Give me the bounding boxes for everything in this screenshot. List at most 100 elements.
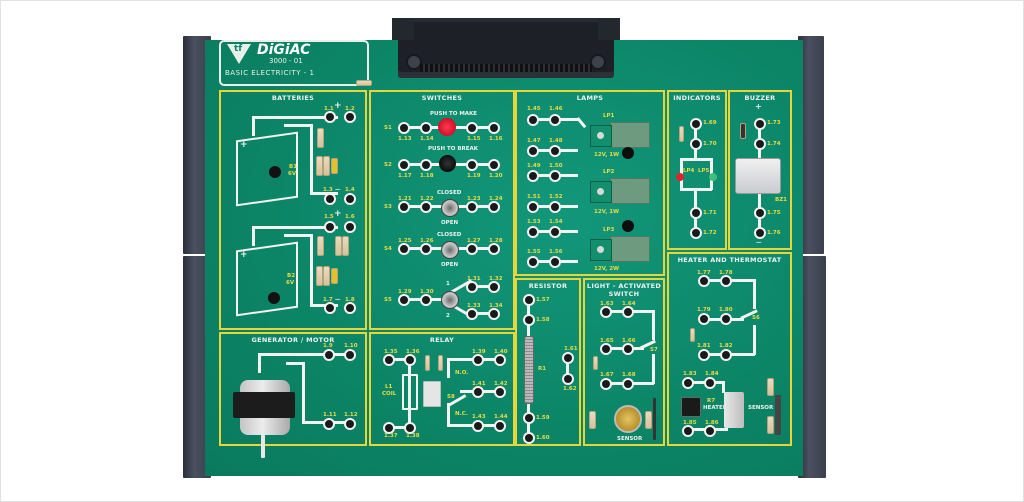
socket-1-74[interactable] <box>754 138 766 150</box>
socket-1-22[interactable] <box>420 201 432 213</box>
socket-1-65[interactable] <box>600 343 612 355</box>
socket-1-32[interactable] <box>488 281 500 293</box>
socket-1-26[interactable] <box>420 243 432 255</box>
socket-1-36[interactable] <box>404 354 416 366</box>
socket-1-50[interactable] <box>549 170 561 182</box>
socket-1-33[interactable] <box>466 308 478 320</box>
socket-1-16[interactable] <box>488 122 500 134</box>
socket-1-28[interactable] <box>488 243 500 255</box>
socket-1-46[interactable] <box>549 114 561 126</box>
socket-1-76[interactable] <box>754 227 766 239</box>
panel-title: RESISTOR <box>528 282 568 290</box>
socket-1-71[interactable] <box>690 207 702 219</box>
socket-1-48[interactable] <box>549 145 561 157</box>
socket-1-64[interactable] <box>622 306 634 318</box>
socket-1-14[interactable] <box>420 122 432 134</box>
socket-1-83[interactable] <box>682 377 694 389</box>
indicator-lp5-green-led <box>709 173 717 181</box>
panel-lamps: LAMPS <box>515 90 665 276</box>
socket-1-17[interactable] <box>398 159 410 171</box>
socket-1-47[interactable] <box>527 145 539 157</box>
socket-1-10[interactable] <box>344 349 356 361</box>
socket-1-57[interactable] <box>523 294 535 306</box>
socket-1-29[interactable] <box>398 294 410 306</box>
socket-1-12[interactable] <box>344 418 356 430</box>
socket-1-21[interactable] <box>398 201 410 213</box>
buzzer-component <box>735 158 781 194</box>
panel-resistor: RESISTOR <box>515 278 581 446</box>
socket-1-68[interactable] <box>622 378 634 390</box>
socket-1-62[interactable] <box>562 373 574 385</box>
toggle-switch-s4[interactable] <box>441 241 459 259</box>
socket-1-42[interactable] <box>494 386 506 398</box>
socket-1-66[interactable] <box>622 343 634 355</box>
socket-1-20[interactable] <box>488 159 500 171</box>
socket-1-24[interactable] <box>488 201 500 213</box>
socket-1-35[interactable] <box>383 354 395 366</box>
socket-1-54[interactable] <box>549 226 561 238</box>
socket-1-45[interactable] <box>527 114 539 126</box>
socket-1-30[interactable] <box>420 294 432 306</box>
socket-1-69[interactable] <box>690 118 702 130</box>
socket-1-61[interactable] <box>562 352 574 364</box>
socket-1-58[interactable] <box>523 314 535 326</box>
socket-1-25[interactable] <box>398 243 410 255</box>
socket-1-82[interactable] <box>720 349 732 361</box>
socket-1-1[interactable] <box>324 111 336 123</box>
socket-1-86[interactable] <box>704 425 716 437</box>
socket-1-3[interactable] <box>324 193 336 205</box>
socket-1-19[interactable] <box>466 159 478 171</box>
socket-1-77[interactable] <box>698 275 710 287</box>
toggle-switch-s5[interactable] <box>441 291 459 309</box>
socket-1-56[interactable] <box>549 256 561 268</box>
push-to-make-button[interactable] <box>438 118 456 136</box>
socket-1-2[interactable] <box>344 111 356 123</box>
socket-1-37[interactable] <box>383 422 395 434</box>
socket-1-41[interactable] <box>472 386 484 398</box>
socket-1-4[interactable] <box>344 193 356 205</box>
socket-1-70[interactable] <box>690 138 702 150</box>
socket-1-7[interactable] <box>324 302 336 314</box>
socket-1-34[interactable] <box>488 308 500 320</box>
socket-1-44[interactable] <box>494 420 506 432</box>
socket-1-78[interactable] <box>720 275 732 287</box>
socket-1-38[interactable] <box>404 422 416 434</box>
panel-title: BATTERIES <box>271 94 315 102</box>
socket-1-72[interactable] <box>690 227 702 239</box>
socket-1-27[interactable] <box>466 243 478 255</box>
socket-1-84[interactable] <box>704 377 716 389</box>
socket-1-39[interactable] <box>472 354 484 366</box>
socket-1-49[interactable] <box>527 170 539 182</box>
socket-1-5[interactable] <box>324 221 336 233</box>
socket-1-43[interactable] <box>472 420 484 432</box>
socket-1-18[interactable] <box>420 159 432 171</box>
socket-1-59[interactable] <box>523 412 535 424</box>
socket-1-8[interactable] <box>344 302 356 314</box>
socket-1-60[interactable] <box>523 432 535 444</box>
socket-1-67[interactable] <box>600 378 612 390</box>
socket-1-40[interactable] <box>494 354 506 366</box>
socket-1-73[interactable] <box>754 118 766 130</box>
socket-1-80[interactable] <box>720 313 732 325</box>
socket-1-55[interactable] <box>527 256 539 268</box>
heater-element <box>724 392 744 428</box>
socket-1-53[interactable] <box>527 226 539 238</box>
socket-1-75[interactable] <box>754 207 766 219</box>
socket-1-11[interactable] <box>323 418 335 430</box>
push-to-break-button[interactable] <box>439 155 456 172</box>
socket-1-63[interactable] <box>600 306 612 318</box>
socket-1-13[interactable] <box>398 122 410 134</box>
socket-1-6[interactable] <box>344 221 356 233</box>
panel-title: LAMPS <box>576 94 604 102</box>
socket-1-81[interactable] <box>698 349 710 361</box>
socket-1-15[interactable] <box>466 122 478 134</box>
socket-1-79[interactable] <box>698 313 710 325</box>
socket-1-51[interactable] <box>527 201 539 213</box>
socket-1-31[interactable] <box>466 281 478 293</box>
socket-1-9[interactable] <box>323 349 335 361</box>
lamp-lp2-holder <box>610 178 650 204</box>
socket-1-23[interactable] <box>466 201 478 213</box>
socket-1-52[interactable] <box>549 201 561 213</box>
toggle-switch-s3[interactable] <box>441 199 459 217</box>
socket-1-85[interactable] <box>682 425 694 437</box>
